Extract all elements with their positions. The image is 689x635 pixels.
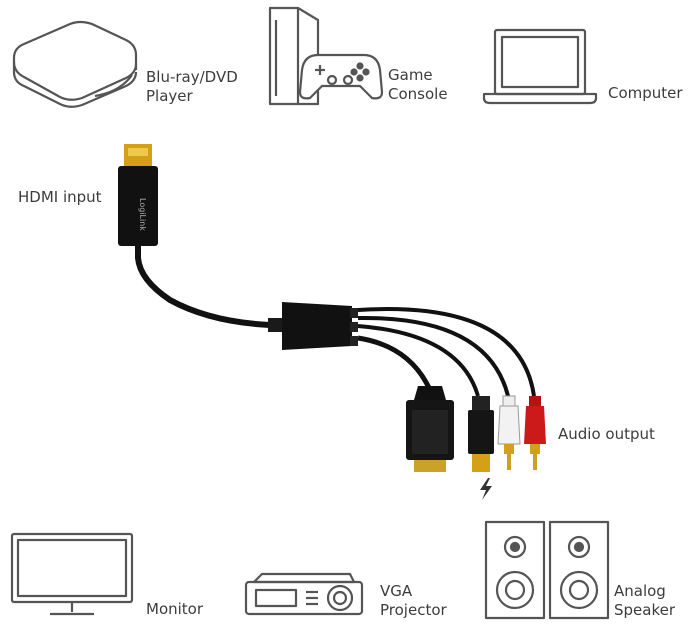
hdmi-connector: LogiLink <box>118 144 158 246</box>
red-rca-cable <box>357 307 536 397</box>
speaker-label-line1: Analog <box>614 582 666 600</box>
console-label-line1: Game <box>388 66 433 84</box>
splitter-block <box>282 302 352 350</box>
projector-icon <box>244 572 364 616</box>
bluray-label-line2: Player <box>146 87 193 105</box>
monitor-icon <box>10 532 134 616</box>
projector-label-line2: Projector <box>380 601 447 619</box>
console-label: Game Console <box>388 66 448 104</box>
white-rca-cable <box>357 315 510 397</box>
lightning-icon <box>480 478 492 500</box>
computer-label: Computer <box>608 84 683 102</box>
hdmi-input-label: HDMI input <box>18 188 102 206</box>
bluray-player-icon <box>12 20 138 108</box>
laptop-icon <box>482 28 598 105</box>
usb-connector <box>468 396 494 472</box>
bluray-label: Blu-ray/DVD Player <box>146 68 238 106</box>
game-console-icon <box>268 6 384 106</box>
bluray-label-line1: Blu-ray/DVD <box>146 68 238 86</box>
projector-label-line1: VGA <box>380 582 413 600</box>
audio-output-label: Audio output <box>558 425 655 443</box>
vga-connector <box>406 386 454 472</box>
main-cable <box>135 246 271 328</box>
monitor-label: Monitor <box>146 600 204 618</box>
console-label-line2: Console <box>388 85 448 103</box>
speaker-label: Analog Speaker <box>614 582 675 620</box>
white-rca-connector <box>497 395 521 470</box>
cable-ferrite <box>268 318 284 332</box>
brand-text: LogiLink <box>138 198 147 231</box>
usb-cable <box>357 324 480 397</box>
speaker-label-line2: Speaker <box>614 601 676 619</box>
speaker-icon <box>484 520 610 620</box>
vga-cable <box>357 335 433 392</box>
red-rca-connector <box>524 396 546 470</box>
projector-label: VGA Projector <box>380 582 447 620</box>
